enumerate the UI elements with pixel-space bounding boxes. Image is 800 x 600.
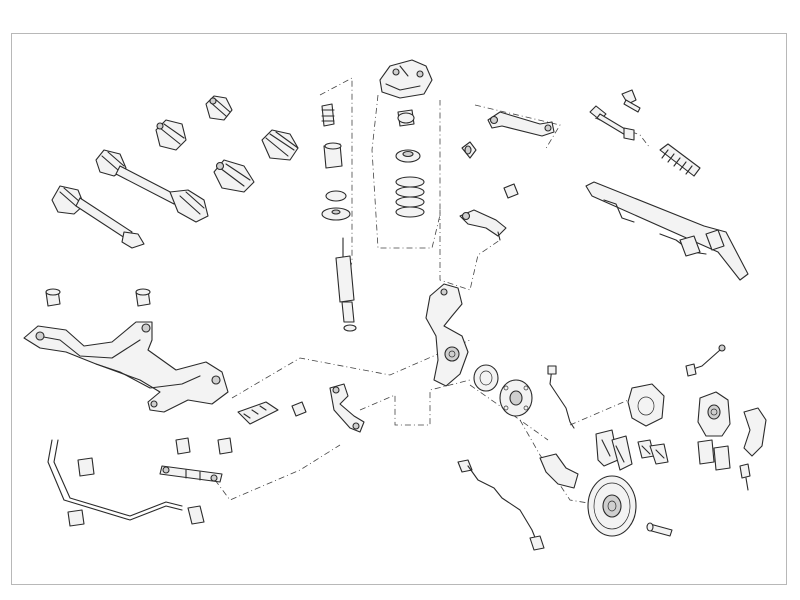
brake-hardware [539, 453, 579, 489]
brake-disc [587, 475, 637, 537]
cv-boot-small [205, 95, 233, 121]
brake-pad-clips [637, 439, 669, 465]
arm-bushing [461, 141, 477, 159]
abs-sensor-front [547, 365, 575, 429]
wear-sensor [739, 463, 751, 491]
stabilizer-link [159, 465, 223, 483]
wheel-bearing [473, 364, 499, 392]
upper-control-arm-front [487, 111, 555, 137]
dust-cover [397, 109, 415, 127]
brake-caliper [697, 391, 731, 437]
tie-rod-end [621, 89, 641, 113]
steering-knuckle [425, 283, 469, 387]
brake-pad-set [697, 439, 731, 471]
cv-joint-inner [213, 159, 255, 193]
steering-rack-boot [659, 143, 701, 177]
caliper-bracket [743, 407, 767, 457]
wheel-bolt [646, 522, 673, 537]
shock-absorber [335, 237, 357, 332]
coil-spring [395, 176, 425, 218]
stabilizer-bar [47, 439, 205, 527]
brake-pads [595, 429, 633, 471]
control-arm-bushing [291, 401, 307, 417]
cv-joint-outer [155, 119, 187, 151]
stabilizer-bushing [175, 437, 233, 455]
brake-hose [685, 344, 726, 377]
strut-cup [323, 142, 343, 169]
lower-control-arm [329, 383, 365, 433]
steering-rack [585, 181, 749, 281]
drive-shaft-left [51, 185, 145, 249]
tie-rod-inner [589, 105, 635, 141]
subframe-mount-2 [135, 288, 151, 307]
strut-bearing [321, 190, 351, 221]
bump-stop [321, 103, 335, 127]
arm-bushing-2 [503, 183, 519, 199]
brake-bracket-small [237, 401, 279, 425]
strut-mount [379, 59, 433, 99]
upper-control-arm-rear [459, 209, 507, 241]
spring-seat [395, 149, 421, 163]
drive-shaft-right [95, 149, 209, 223]
wheel-hub [499, 379, 533, 417]
subframe-mount [45, 288, 61, 307]
diagram-frame [11, 33, 787, 585]
subframe [23, 321, 229, 413]
splash-shield [627, 383, 665, 427]
cv-boot-large [261, 129, 299, 161]
abs-sensor [457, 459, 545, 551]
